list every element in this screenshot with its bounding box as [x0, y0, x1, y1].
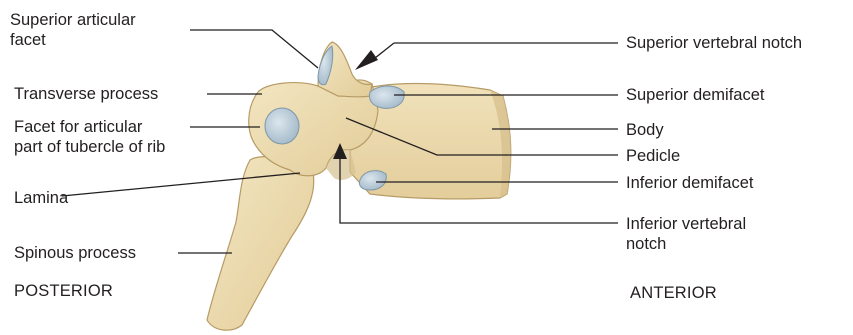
label-line: Superior articular [10, 10, 136, 30]
label-line: facet [10, 30, 136, 50]
label-line: Inferior vertebral [626, 214, 746, 234]
label-superior-vertebral-notch: Superior vertebral notch [626, 33, 802, 53]
label-line: part of tubercle of rib [14, 137, 165, 157]
label-superior-articular-facet: Superior articular facet [10, 10, 136, 50]
label-pedicle: Pedicle [626, 146, 680, 166]
superior-demifacet [370, 86, 405, 108]
orientation-anterior: ANTERIOR [630, 284, 717, 303]
label-spinous-process: Spinous process [14, 243, 136, 263]
label-line: notch [626, 234, 746, 254]
spinous-process [207, 157, 314, 330]
tubercle-facet [265, 108, 299, 144]
label-tubercle-facet: Facet for articular part of tubercle of … [14, 117, 165, 157]
leader-superior-articular-facet [190, 30, 318, 68]
label-body: Body [626, 120, 664, 140]
label-lamina: Lamina [14, 188, 68, 208]
label-inferior-demifacet: Inferior demifacet [626, 173, 753, 193]
orientation-posterior: POSTERIOR [14, 282, 113, 301]
label-superior-demifacet: Superior demifacet [626, 85, 765, 105]
label-inferior-vertebral-notch: Inferior vertebral notch [626, 214, 746, 254]
label-transverse-process: Transverse process [14, 84, 158, 104]
arrowhead-superior-notch [355, 50, 378, 70]
label-line: Facet for articular [14, 117, 165, 137]
